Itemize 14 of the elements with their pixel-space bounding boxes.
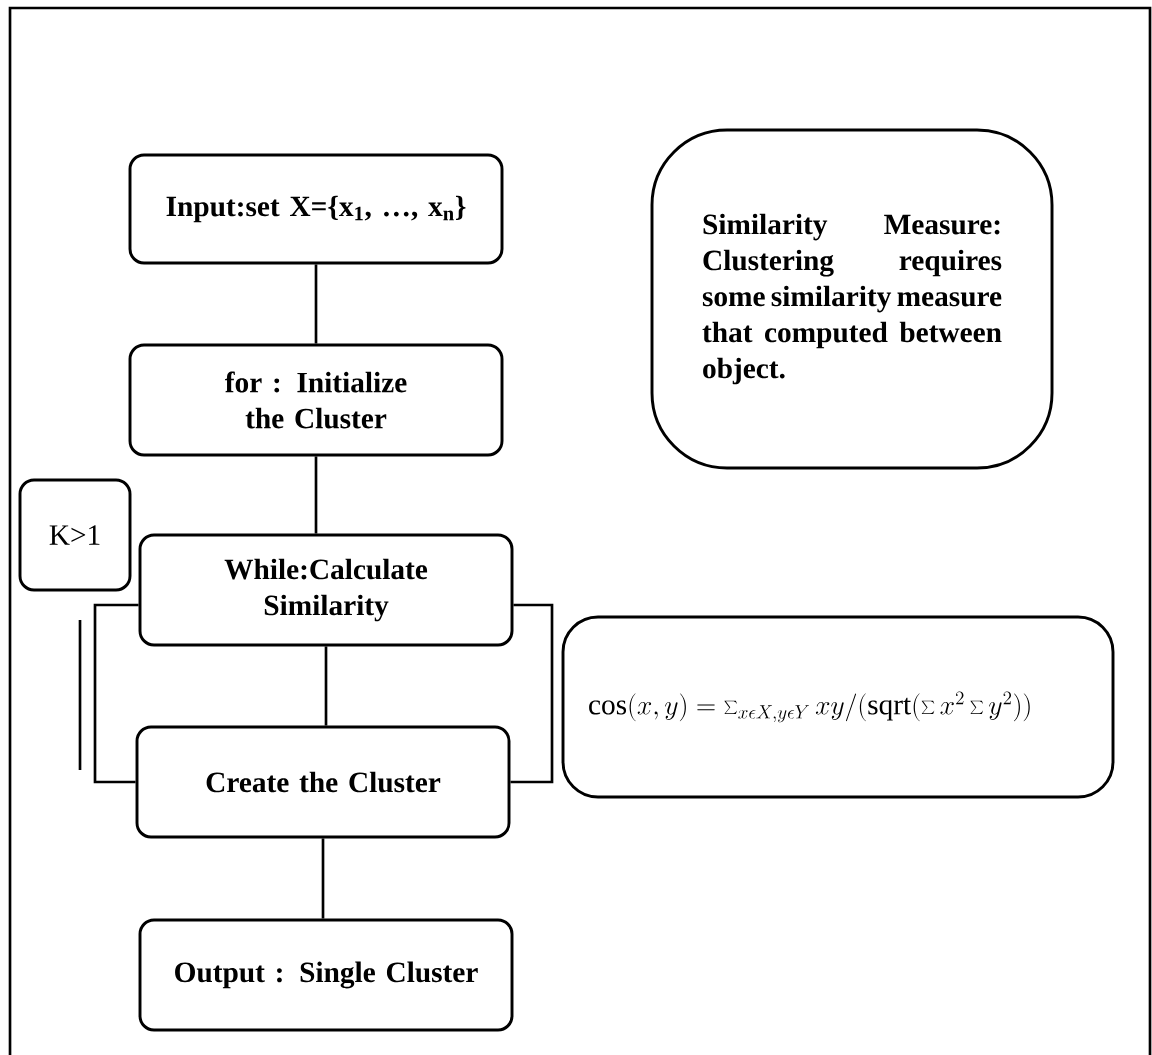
- connector-line: [321, 838, 325, 919]
- process-box: for : Initialize the Cluster: [128, 343, 504, 457]
- loop-bracket: [93, 603, 139, 784]
- note-box: Similarity Measure: Clustering requires some similarity measure that computed between object.: [650, 128, 1054, 470]
- connector-line: [324, 646, 328, 726]
- process-box: While:Calculate Similarity: [138, 533, 514, 647]
- formula-box: $\mathrm{cos}(x,y)=\sum\nolimits_{x \epsilon X,y\epsilon Y}xy/(\mathrm{sqrt}(\sum x^{2} \sum y^{2}))$: [561, 615, 1115, 799]
- process-box: Create the Cluster: [135, 725, 511, 839]
- loop-bracket: [510, 603, 554, 784]
- process-box: Input:set X={x$_{1}$, …, x$_{n}$}: [128, 153, 504, 265]
- condition-box: K>1: [18, 478, 132, 592]
- connector-line: [314, 456, 318, 534]
- process-box: Output : Single Cluster: [138, 918, 514, 1032]
- connector-line: [314, 264, 318, 344]
